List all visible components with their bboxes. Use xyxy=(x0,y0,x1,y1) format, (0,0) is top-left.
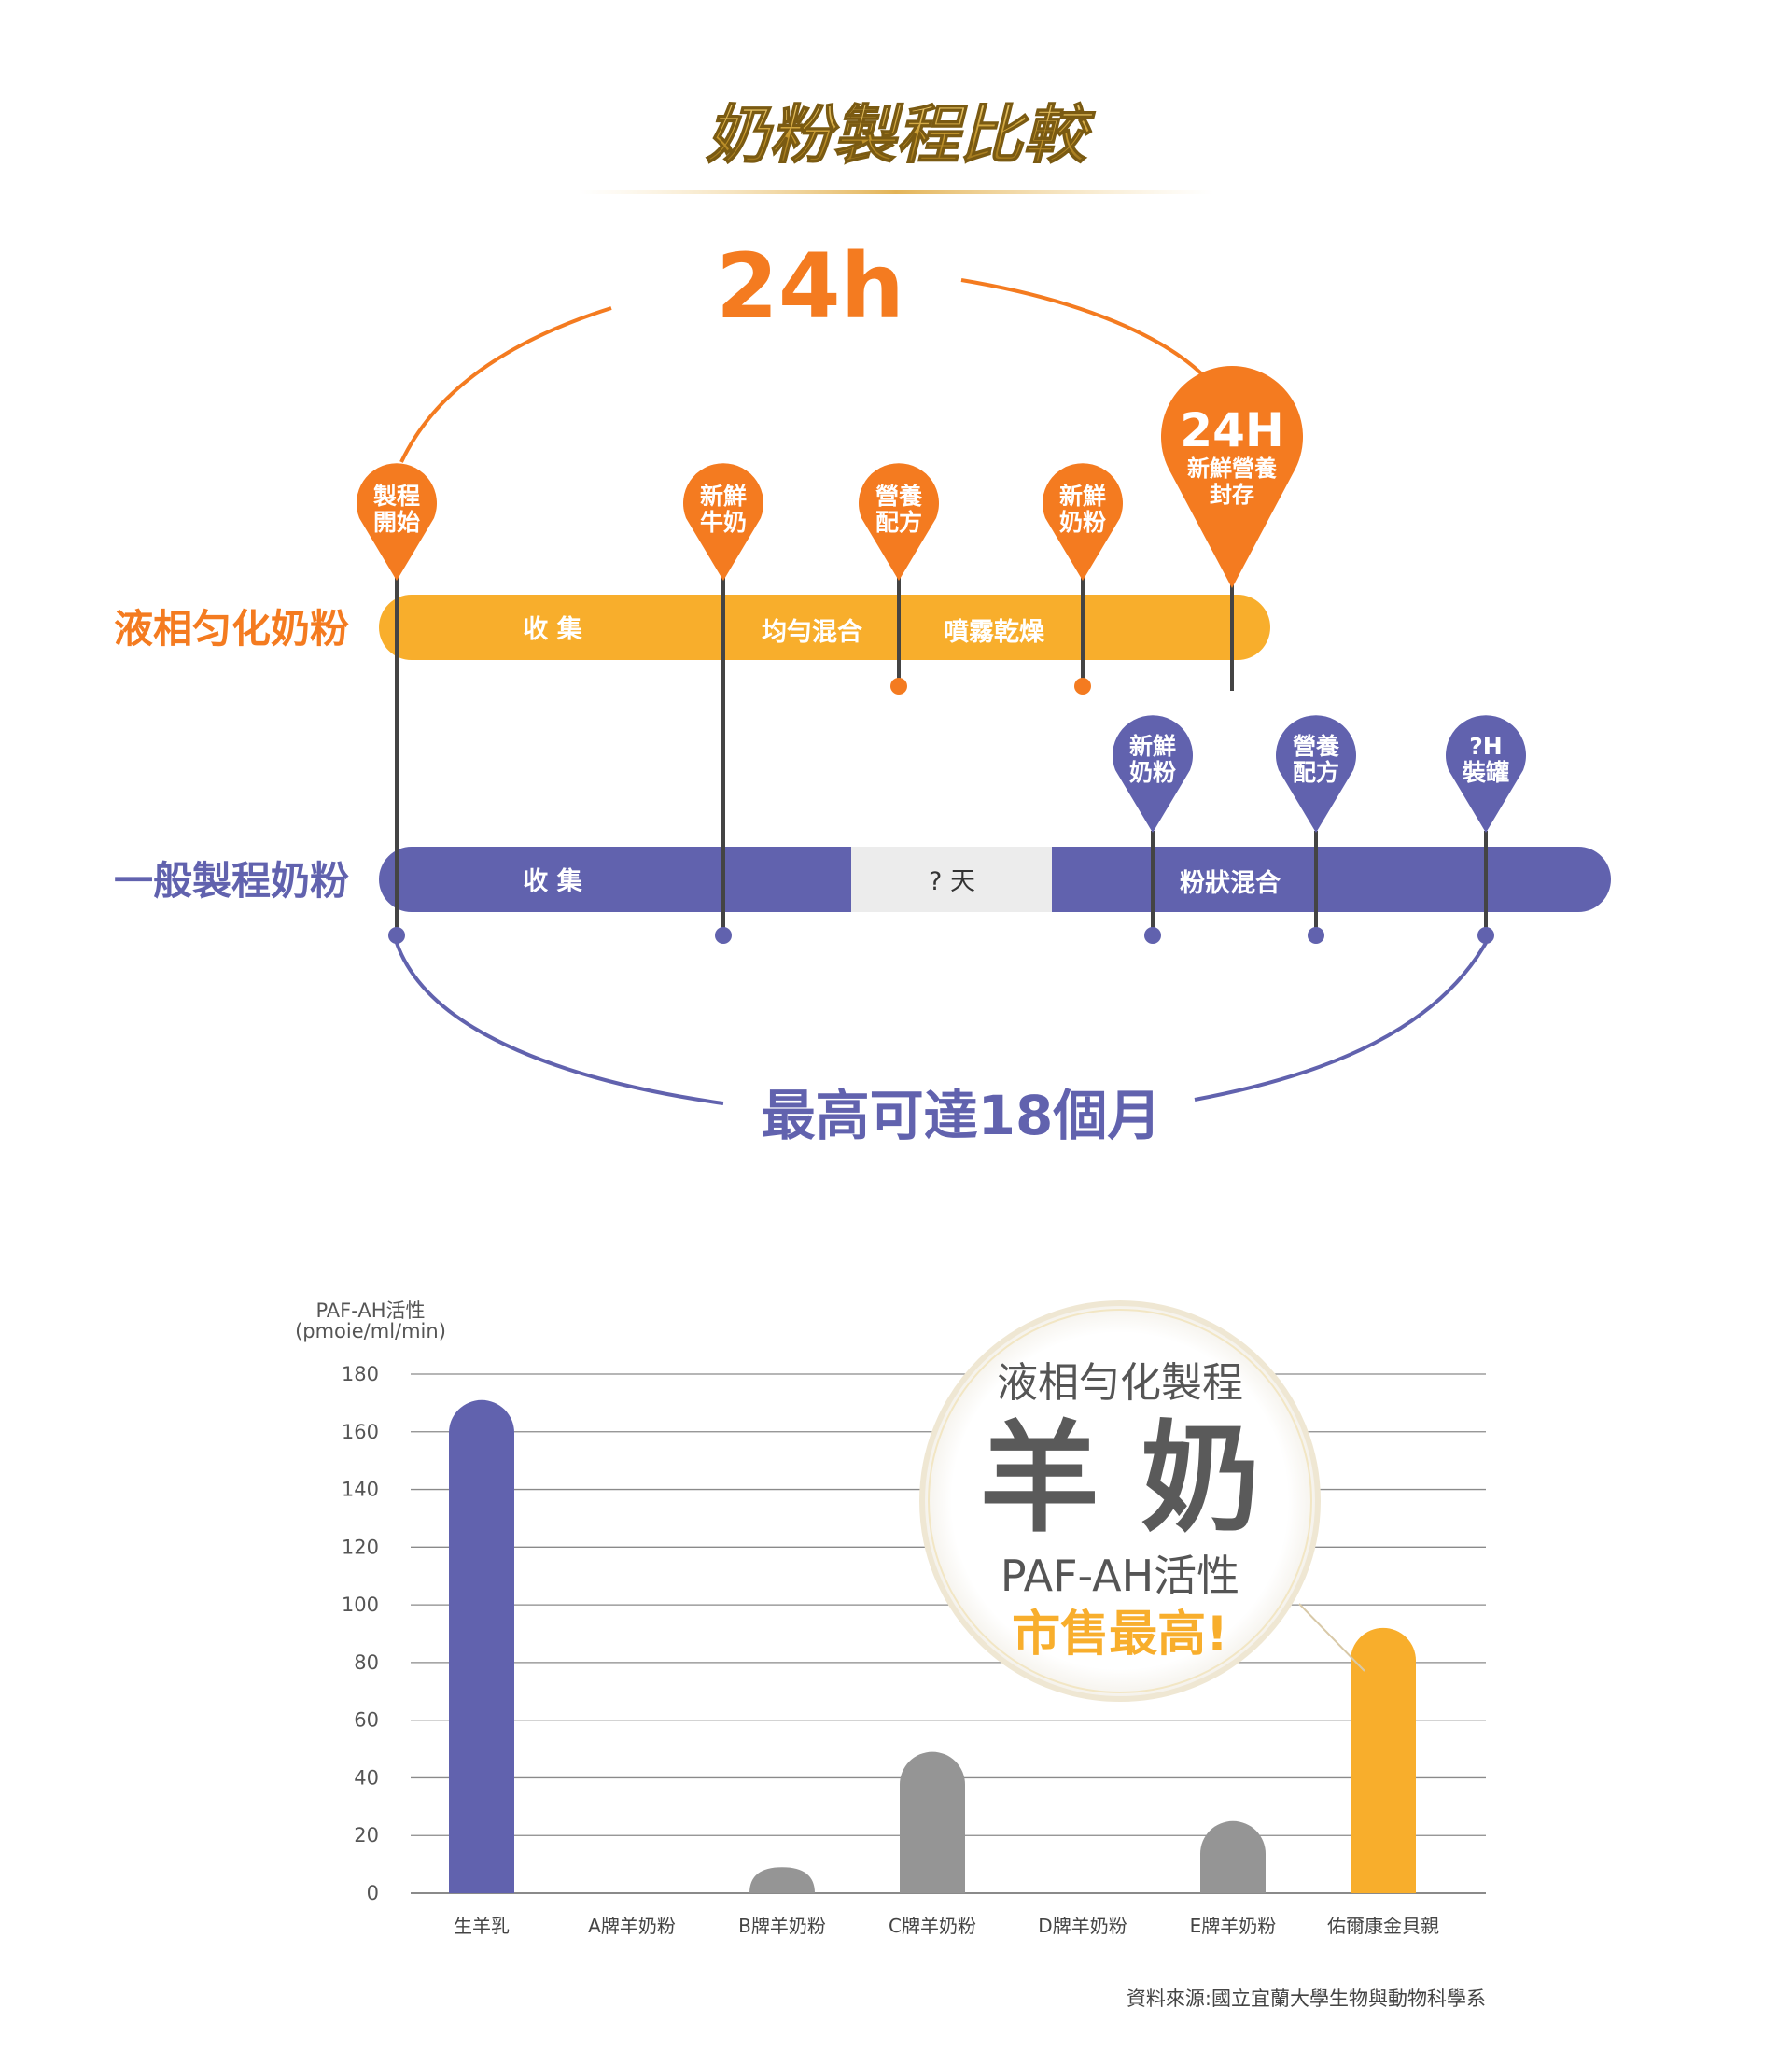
pin-label-line2: 奶粉 xyxy=(1059,509,1106,536)
pin-label-line1: 新鮮 xyxy=(1129,733,1176,760)
bar xyxy=(749,1867,815,1893)
chart-ylabel-line1: PAF-AH活性 xyxy=(315,1299,425,1322)
y-tick-label: 180 xyxy=(342,1363,379,1385)
callout-line1: 液相勻化製程 xyxy=(997,1359,1243,1407)
y-tick-label: 20 xyxy=(354,1824,379,1846)
x-category-label: 佑爾康金貝親 xyxy=(1327,1915,1439,1937)
y-tick-label: 60 xyxy=(354,1709,379,1732)
bar xyxy=(449,1399,514,1893)
callout-circle xyxy=(919,1300,1321,1702)
y-tick-label: 0 xyxy=(367,1882,379,1904)
pin-label-line1: ?H xyxy=(1469,733,1502,760)
callout-circle-ring xyxy=(928,1309,1312,1693)
y-tick-label: 40 xyxy=(354,1766,379,1789)
y-tick-label: 100 xyxy=(342,1594,379,1616)
liquid-process-bar xyxy=(379,595,1270,660)
pin-label-line1: 營養 xyxy=(1293,733,1339,760)
page-title: 奶粉製程比較 xyxy=(706,99,1096,173)
general-wait-segment xyxy=(851,847,1052,912)
pin-label-line2: 牛奶 xyxy=(700,509,747,536)
chart-yticks: 180 160 140 120 100 80 60 40 20 0 xyxy=(342,1363,379,1904)
pin-general-canning: ?H 裝罐 xyxy=(1446,715,1526,833)
pin-general-nutrition-formula: 營養 配方 xyxy=(1276,715,1356,833)
x-category-label: 生羊乳 xyxy=(454,1915,510,1937)
endpoint-dot xyxy=(890,678,907,695)
pin-label-line1: 新鮮 xyxy=(700,483,747,510)
y-tick-label: 140 xyxy=(342,1479,379,1501)
pin-label-line1: 新鮮 xyxy=(1059,483,1106,510)
chart-xlabels: 生羊乳 A牌羊奶粉 B牌羊奶粉 C牌羊奶粉 D牌羊奶粉 E牌羊奶粉 佑爾康金貝親 xyxy=(454,1915,1439,1937)
pin-label-line1: 新鮮營養 xyxy=(1187,456,1277,482)
pin-label-line1: 營養 xyxy=(875,483,922,510)
bar xyxy=(1200,1820,1266,1893)
general-stage-powder-mix: 粉狀混合 xyxy=(1180,868,1281,898)
pin-fresh-milk: 新鮮 牛奶 xyxy=(683,463,763,581)
bar xyxy=(1351,1627,1416,1893)
endpoint-dot xyxy=(388,927,405,944)
liquid-stage-spray: 噴霧乾燥 xyxy=(944,618,1045,647)
x-category-label: A牌羊奶粉 xyxy=(588,1915,676,1937)
chart-source: 資料來源:國立宜蘭大學生物與動物科學系 xyxy=(1127,1987,1486,2010)
y-tick-label: 120 xyxy=(342,1536,379,1558)
general-stage-wait: ? 天 xyxy=(929,867,975,896)
callout-line3: PAF-AH活性 xyxy=(1001,1551,1239,1601)
pin-nutrition-formula: 營養 配方 xyxy=(859,463,939,581)
y-tick-label: 160 xyxy=(342,1421,379,1443)
endpoint-dot xyxy=(1308,927,1324,944)
top-duration-arc xyxy=(399,306,612,463)
general-process-label: 一般製程奶粉 xyxy=(114,858,349,904)
bottom-duration-arc xyxy=(395,942,724,1105)
pin-general-fresh-powder: 新鮮 奶粉 xyxy=(1113,715,1193,833)
pin-24h-sealed: 24H 新鮮營養 封存 xyxy=(1161,366,1303,588)
liquid-stage-mix: 均勻混合 xyxy=(762,617,862,647)
liquid-stage-collect: 收 集 xyxy=(523,614,582,644)
liquid-process-label: 液相匀化奶粉 xyxy=(114,606,349,652)
pin-label-line2: 配方 xyxy=(875,509,922,536)
pin-big-label: 24H xyxy=(1180,403,1283,457)
bottom-duration-label: 最高可達18個月 xyxy=(762,1084,1162,1147)
pin-label-line2: 封存 xyxy=(1210,482,1254,508)
pin-label-line2: 開始 xyxy=(373,509,420,536)
endpoint-dot xyxy=(715,927,732,944)
chart-bars xyxy=(449,1399,1416,1893)
pin-label-line2: 配方 xyxy=(1293,759,1339,786)
callout-line4: 市售最高! xyxy=(1012,1607,1228,1663)
pin-label-line2: 奶粉 xyxy=(1129,759,1176,786)
bottom-duration-arc-right xyxy=(1194,941,1488,1102)
pin-process-start: 製程 開始 xyxy=(357,463,437,581)
callout-big: 羊 奶 xyxy=(980,1410,1261,1549)
x-category-label: E牌羊奶粉 xyxy=(1190,1915,1277,1937)
pin-label-line2: 裝罐 xyxy=(1463,759,1509,786)
x-category-label: D牌羊奶粉 xyxy=(1038,1915,1127,1937)
x-category-label: B牌羊奶粉 xyxy=(738,1915,826,1937)
endpoint-dot xyxy=(1477,927,1494,944)
callout-pointer xyxy=(1298,1603,1365,1672)
general-stage-collect: 收 集 xyxy=(523,866,582,896)
chart-ylabel-line2: (pmoie/ml/min) xyxy=(295,1320,446,1342)
x-category-label: C牌羊奶粉 xyxy=(889,1915,976,1937)
title-underline xyxy=(579,190,1213,194)
top-duration-arc-right xyxy=(960,278,1220,394)
pin-label-line1: 製程 xyxy=(372,483,420,510)
endpoint-dot xyxy=(1144,927,1161,944)
top-duration-label: 24h xyxy=(716,234,904,339)
bar xyxy=(900,1751,965,1893)
pin-fresh-powder: 新鮮 奶粉 xyxy=(1043,463,1123,581)
y-tick-label: 80 xyxy=(354,1651,379,1674)
endpoint-dot xyxy=(1074,678,1091,695)
